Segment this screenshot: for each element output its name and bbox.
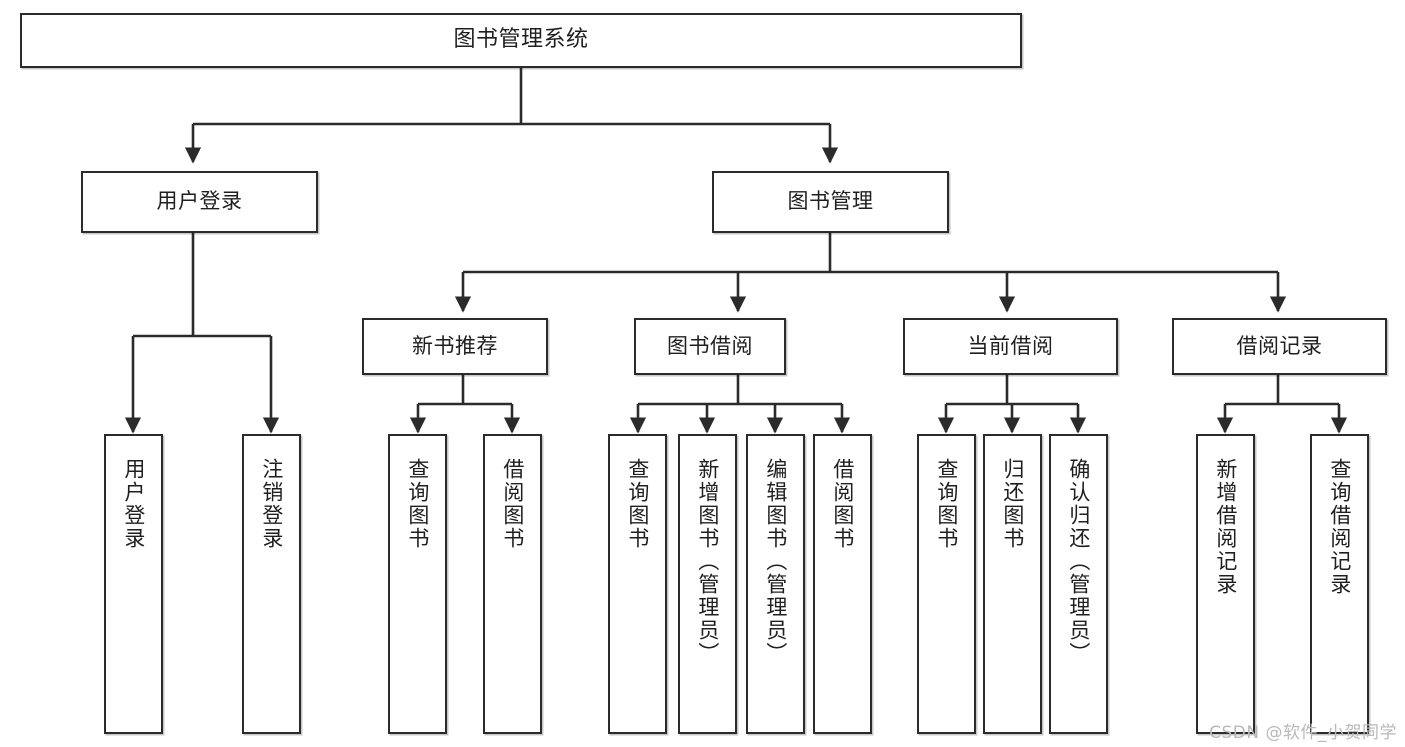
node-borrowing-record-label: 借阅记录: [1236, 333, 1323, 358]
leaf-query-record-label: 查询借阅记录: [1327, 458, 1352, 596]
leaf-add-book-label: 新增图书（管理员）: [695, 458, 720, 665]
leaf-edit-book[interactable]: 编辑图书（管理员）: [746, 434, 805, 734]
leaf-return-book-label: 归还图书: [1000, 458, 1025, 550]
node-book-borrowing-label: 图书借阅: [667, 333, 753, 358]
node-current-borrowing-label: 当前借阅: [967, 333, 1054, 358]
node-current-borrowing[interactable]: 当前借阅: [903, 318, 1118, 375]
node-book-borrowing[interactable]: 图书借阅: [634, 318, 786, 375]
watermark: CSDN @软件_小贺同学: [1209, 723, 1397, 743]
leaf-edit-book-label: 编辑图书（管理员）: [763, 458, 788, 665]
leaf-add-record[interactable]: 新增借阅记录: [1196, 434, 1255, 734]
node-user-login-label: 用户登录: [156, 189, 243, 214]
leaf-query-book-3[interactable]: 查询图书: [917, 434, 976, 734]
leaf-logout[interactable]: 注销登录: [242, 434, 301, 734]
node-new-book-recommendation-label: 新书推荐: [412, 333, 498, 358]
leaf-borrow-book-1[interactable]: 借阅图书: [483, 434, 542, 734]
node-root[interactable]: 图书管理系统: [20, 13, 1022, 68]
leaf-add-record-label: 新增借阅记录: [1213, 458, 1238, 596]
leaf-query-book-3-label: 查询图书: [934, 458, 959, 550]
node-user-login[interactable]: 用户登录: [81, 171, 318, 233]
leaf-query-book-1-label: 查询图书: [405, 458, 430, 550]
leaf-add-book[interactable]: 新增图书（管理员）: [678, 434, 737, 734]
leaf-user-login[interactable]: 用户登录: [104, 434, 163, 734]
node-book-management[interactable]: 图书管理: [712, 171, 949, 233]
leaf-borrow-book-1-label: 借阅图书: [500, 458, 525, 550]
leaf-query-book-1[interactable]: 查询图书: [388, 434, 447, 734]
leaf-query-record[interactable]: 查询借阅记录: [1310, 434, 1369, 734]
node-new-book-recommendation[interactable]: 新书推荐: [362, 318, 548, 375]
node-root-label: 图书管理系统: [453, 27, 589, 53]
leaf-query-book-2[interactable]: 查询图书: [608, 434, 667, 734]
leaf-user-login-label: 用户登录: [121, 458, 146, 550]
leaf-borrow-book-2[interactable]: 借阅图书: [813, 434, 872, 734]
leaf-confirm-return-label: 确认归还（管理员）: [1066, 458, 1091, 665]
leaf-logout-label: 注销登录: [259, 458, 284, 550]
node-book-management-label: 图书管理: [787, 189, 874, 214]
leaf-query-book-2-label: 查询图书: [625, 458, 650, 550]
node-borrowing-record[interactable]: 借阅记录: [1172, 318, 1387, 375]
leaf-confirm-return[interactable]: 确认归还（管理员）: [1049, 434, 1108, 734]
leaf-return-book[interactable]: 归还图书: [983, 434, 1042, 734]
leaf-borrow-book-2-label: 借阅图书: [830, 458, 855, 550]
